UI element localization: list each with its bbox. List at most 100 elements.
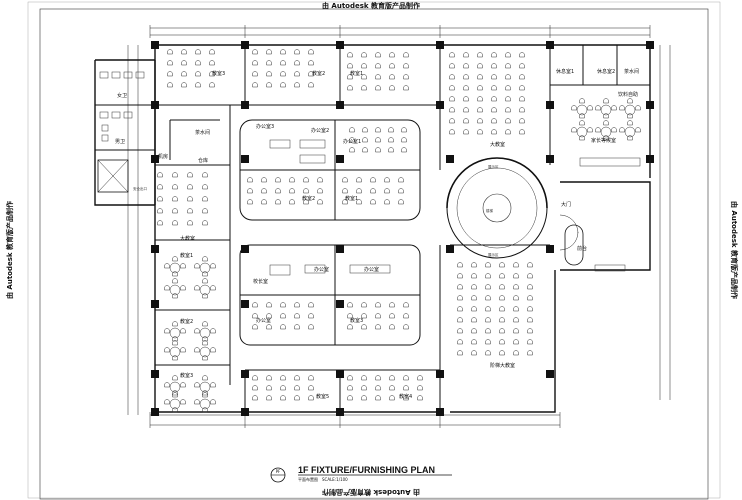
chair	[375, 127, 381, 133]
label-lecture-hall: 阶梯大教室	[490, 362, 515, 369]
chair	[485, 273, 491, 279]
chair	[471, 273, 477, 279]
chair	[449, 63, 455, 69]
chair	[403, 74, 409, 80]
chair	[195, 71, 201, 77]
chair	[294, 324, 300, 330]
chair	[375, 324, 381, 330]
chair	[252, 302, 258, 308]
chair	[289, 188, 295, 194]
round-table	[576, 126, 588, 138]
chair	[266, 302, 272, 308]
label-parent-area: 家长等候室	[591, 137, 616, 144]
structural-columns	[151, 41, 654, 416]
chair	[294, 385, 300, 391]
round-table	[576, 104, 588, 116]
exterior-walls	[94, 44, 651, 413]
chair	[457, 339, 463, 345]
chair	[202, 172, 208, 178]
label-classroom4: 教室4	[399, 393, 412, 400]
chair	[491, 74, 497, 80]
chair	[457, 295, 463, 301]
lobby-rotunda	[446, 157, 548, 259]
chair	[280, 395, 286, 401]
chair	[579, 98, 585, 104]
label-classroom3-top: 教室3	[212, 70, 225, 77]
chair	[195, 82, 201, 88]
chair	[403, 395, 409, 401]
label-classroom1-left: 教室1	[180, 252, 193, 259]
chair	[349, 127, 355, 133]
chair	[261, 199, 267, 205]
chair	[308, 395, 314, 401]
chair	[449, 129, 455, 135]
chair	[571, 105, 577, 111]
chair	[209, 49, 215, 55]
chair	[571, 127, 577, 133]
chair	[195, 49, 201, 55]
chair	[635, 127, 641, 133]
chair	[375, 302, 381, 308]
chair	[627, 120, 633, 126]
chair	[172, 184, 178, 190]
label-tea-right: 茶水间	[624, 68, 639, 75]
chair	[471, 328, 477, 334]
chair	[603, 135, 609, 141]
desk	[579, 157, 641, 167]
label-display-bottom: 展示区	[488, 252, 499, 257]
chair	[280, 302, 286, 308]
chair	[527, 350, 533, 356]
chair	[513, 339, 519, 345]
chair	[449, 52, 455, 58]
chair	[403, 313, 409, 319]
chair	[457, 262, 463, 268]
chair	[499, 284, 505, 290]
chair	[308, 49, 314, 55]
chair	[266, 313, 272, 319]
chair	[210, 382, 216, 388]
chair	[519, 118, 525, 124]
chair	[180, 328, 186, 334]
label-main-door: 大门	[561, 201, 571, 208]
chair	[398, 177, 404, 183]
chair	[499, 350, 505, 356]
chair	[347, 85, 353, 91]
chair	[294, 49, 300, 55]
chair	[202, 355, 208, 361]
chair	[280, 375, 286, 381]
chair	[164, 285, 170, 291]
chair	[202, 321, 208, 327]
chair	[389, 302, 395, 308]
chair	[194, 285, 200, 291]
round-table	[624, 126, 636, 138]
chair	[294, 82, 300, 88]
round-table	[199, 398, 211, 410]
chair	[457, 284, 463, 290]
label-big-classroom-mid: 大教室	[490, 141, 505, 148]
chair	[457, 328, 463, 334]
chair	[463, 63, 469, 69]
chair	[294, 71, 300, 77]
desk	[299, 139, 326, 149]
chair	[181, 49, 187, 55]
chair	[449, 118, 455, 124]
chair	[471, 295, 477, 301]
chair	[375, 375, 381, 381]
desk	[304, 264, 326, 274]
chair	[266, 71, 272, 77]
round-table	[199, 284, 211, 296]
chair	[471, 350, 477, 356]
chair	[384, 177, 390, 183]
chair	[280, 385, 286, 391]
chair	[195, 60, 201, 66]
chair	[477, 85, 483, 91]
chair	[513, 262, 519, 268]
round-table	[199, 346, 211, 358]
chair	[505, 63, 511, 69]
chair	[388, 147, 394, 153]
chair	[361, 74, 367, 80]
chair	[519, 129, 525, 135]
chair	[294, 395, 300, 401]
chair	[308, 60, 314, 66]
chair	[389, 52, 395, 58]
